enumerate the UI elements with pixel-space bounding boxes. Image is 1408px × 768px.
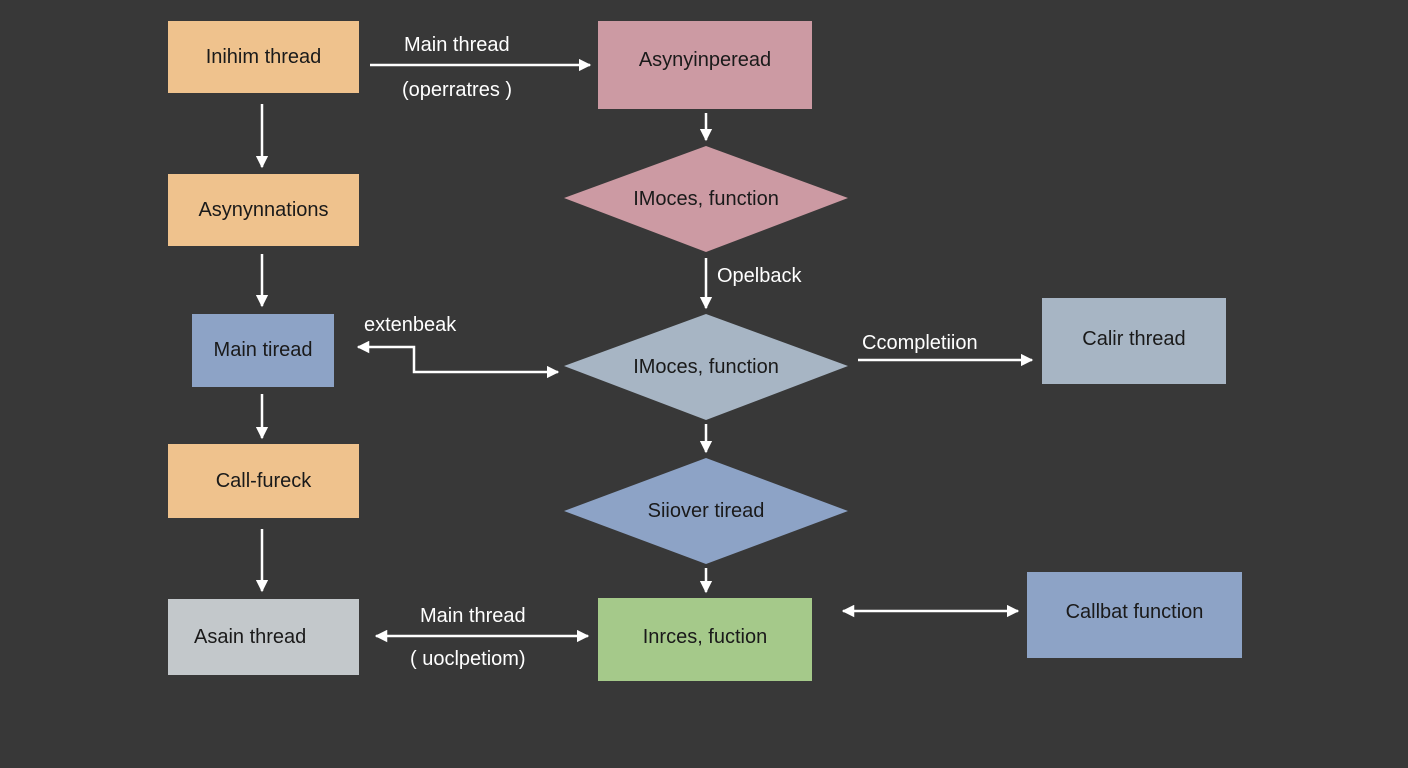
node-callbat-function[interactable]: Callbat function	[1027, 572, 1242, 658]
node-asynynnations[interactable]: Asynynnations	[168, 174, 359, 246]
node-label: Call-fureck	[215, 469, 312, 492]
edge-label-extenbeak: extenbeak	[364, 314, 457, 336]
node-inihim-thread[interactable]: Inihim thread	[168, 21, 359, 93]
node-label: Asynyinperead	[638, 49, 772, 71]
edge-label-top-operratres: (operratres )	[402, 79, 513, 101]
edge-label-bottom-uoclpetiom: ( uoclpetiom)	[410, 648, 526, 670]
edge-label-bottom-main-thread: Main thread	[420, 605, 526, 627]
node-label: Asynynnations	[198, 198, 329, 221]
decision-siiover-tiread[interactable]	[564, 458, 848, 564]
node-label: Inihim thread	[205, 45, 322, 68]
node-asynyinperead[interactable]: Asynyinperead	[598, 21, 812, 109]
node-label: Calir thread	[1082, 328, 1186, 350]
edge-label-ccompletiion: Ccompletiion	[862, 332, 978, 354]
edge-label-top-main-thread: Main thread	[404, 34, 510, 56]
node-label: Callbat function	[1065, 601, 1204, 623]
edge-label-opelback: Opelback	[717, 265, 802, 287]
node-asain-thread[interactable]: Asain thread	[168, 599, 359, 675]
node-call-fureck[interactable]: Call-fureck	[168, 444, 359, 518]
node-calir-thread[interactable]: Calir thread	[1042, 298, 1226, 384]
decision-imoces-function-2[interactable]	[564, 314, 848, 420]
node-main-tiread[interactable]: Main tiread	[192, 314, 334, 387]
node-inrces-fuction[interactable]: Inrces, fuction	[598, 598, 812, 681]
decision-imoces-function-1[interactable]	[564, 146, 848, 252]
node-label: Asain thread	[194, 625, 307, 648]
node-label: Main tiread	[213, 339, 313, 361]
node-label: Inrces, fuction	[642, 626, 768, 648]
arrow-extenbeak-elbow	[356, 340, 560, 379]
